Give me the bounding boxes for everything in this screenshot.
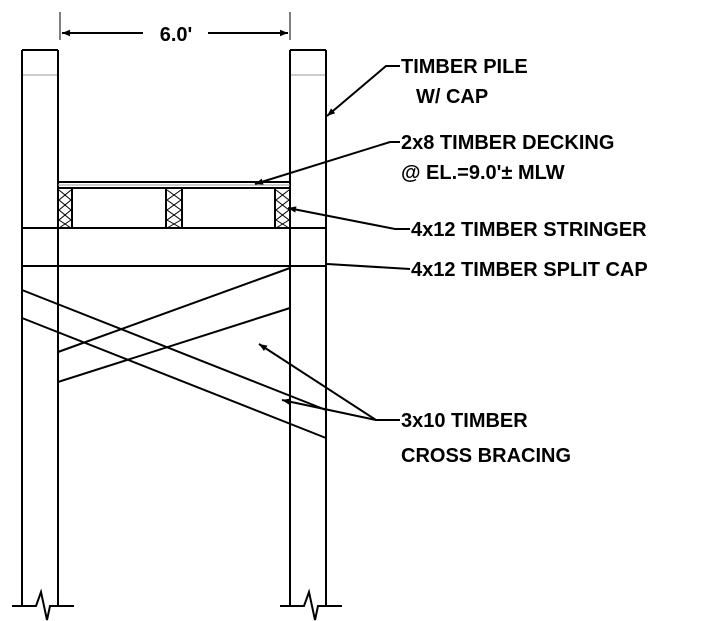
leader-lines: [254, 65, 411, 421]
pile-label-line-2: W/ CAP: [416, 86, 488, 108]
left-timber-pile: [12, 49, 74, 621]
timber-stringers: [57, 187, 291, 229]
width-dimension: 6.0': [59, 12, 291, 46]
decking-label-line-1: 2x8 TIMBER DECKING: [401, 132, 614, 154]
callout-timber-pile: TIMBER PILE W/ CAP: [401, 56, 528, 108]
stringer-left: [57, 187, 73, 229]
decking-label-line-2: @ EL.=9.0'± MLW: [401, 162, 565, 184]
callout-cross-bracing: 3x10 TIMBER CROSS BRACING: [401, 410, 571, 467]
timber-split-cap: [21, 227, 327, 267]
bracing-label-line-1: 3x10 TIMBER: [401, 410, 528, 432]
pile-label-line-1: TIMBER PILE: [401, 56, 528, 78]
stringer-middle: [165, 187, 183, 229]
right-timber-pile: [280, 49, 342, 621]
callout-timber-decking: 2x8 TIMBER DECKING @ EL.=9.0'± MLW: [401, 132, 614, 184]
bracing-label-line-2: CROSS BRACING: [401, 445, 571, 467]
dimension-label: 6.0': [160, 24, 193, 46]
split-cap-label: 4x12 TIMBER SPLIT CAP: [411, 259, 648, 281]
stringer-label: 4x12 TIMBER STRINGER: [411, 219, 647, 241]
stringer-right: [274, 187, 291, 229]
timber-cross-bracing: [21, 267, 327, 439]
